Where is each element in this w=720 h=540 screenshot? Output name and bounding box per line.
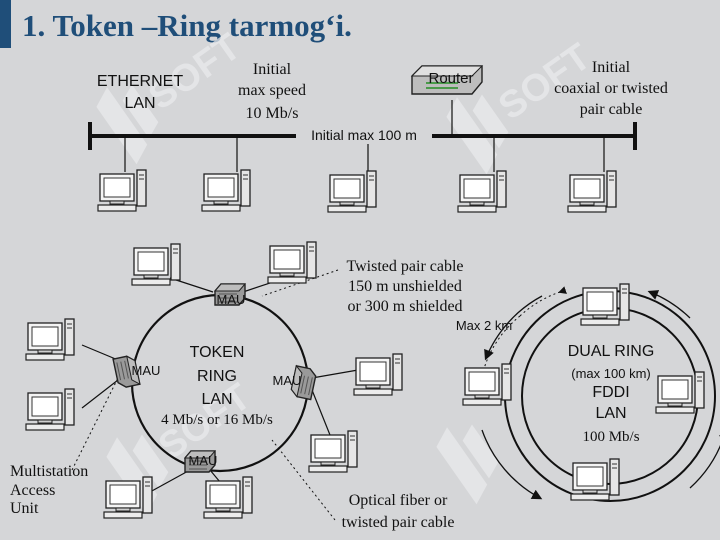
optical-fiber-label-line1: Optical fiber or	[349, 492, 448, 509]
fddi-direction-arrow	[484, 295, 543, 361]
token-ring-label-line1: TOKEN	[190, 344, 245, 361]
computer-icon	[353, 353, 403, 396]
fddi-name-label: FDDI	[592, 384, 629, 401]
msau-leader	[71, 377, 119, 471]
router-label: Router	[428, 70, 473, 87]
computer-icon	[655, 371, 705, 414]
ethernet-section: ETHERNET LAN Initial max speed 10 Mb/s R…	[88, 59, 668, 213]
ethernet-lan-label-line1: ETHERNET	[97, 73, 183, 90]
token-ring-label-line3: LAN	[201, 391, 232, 408]
bus-length-label-bg	[296, 126, 432, 144]
msau-label-line2: Access	[10, 482, 55, 499]
ring-link	[81, 344, 119, 361]
computer-icon	[567, 170, 617, 213]
computer-icon	[462, 363, 512, 406]
fddi-lan-label: LAN	[595, 405, 626, 422]
computer-icon	[308, 430, 358, 473]
msau-label-line3: Unit	[10, 500, 39, 517]
ethernet-speed-line2: max speed	[238, 82, 306, 99]
router-icon	[410, 65, 484, 95]
computer-icon	[327, 170, 377, 213]
ring-link	[311, 389, 333, 441]
max-distance-dotted-arc-top	[519, 286, 567, 317]
token-ring-section: MAU MAU MAU MAU TOKEN RING LAN 4 Mb/s or…	[10, 241, 464, 531]
fddi-direction-arrow	[481, 429, 543, 500]
max-distance-dotted-arc	[482, 315, 521, 373]
mau-label-left: MAU	[132, 363, 161, 378]
ethernet-cable-line1: Initial	[592, 59, 631, 76]
computer-icon	[25, 318, 75, 361]
ring-link	[81, 379, 119, 409]
title-accent-bar	[0, 0, 11, 48]
twisted-pair-label-line2: 150 m unshielded	[348, 278, 462, 295]
computer-icon	[97, 169, 147, 212]
slide-title: 1. Token –Ring tarmog‘i.	[22, 8, 352, 43]
fddi-direction-arrow	[689, 427, 720, 489]
computer-icon	[25, 388, 75, 431]
ethernet-lan-label-line2: LAN	[124, 95, 155, 112]
watermark-logo-4	[436, 424, 499, 505]
ethernet-speed-line1: Initial	[253, 61, 292, 78]
fddi-direction-arrow	[647, 290, 691, 319]
ethernet-speed-line3: 10 Mb/s	[246, 105, 299, 122]
computer-icon	[580, 283, 630, 326]
computer-icon	[131, 243, 181, 286]
computer-icon	[570, 458, 620, 501]
ethernet-cable-line2: coaxial or twisted	[554, 80, 668, 97]
watermark-logo-2: SOFT	[446, 36, 598, 175]
twisted-pair-label-line3: or 300 m shielded	[347, 298, 462, 315]
twisted-pair-label-line1: Twisted pair cable	[346, 258, 463, 275]
fddi-max-distance-label: Max 2 km	[456, 318, 512, 333]
ring-link	[149, 469, 191, 493]
msau-label-line1: Multistation	[10, 463, 88, 480]
mau-label-bottom: MAU	[189, 453, 218, 468]
fddi-dual-ring-label: DUAL RING	[568, 343, 655, 360]
optical-fiber-label-line2: twisted pair cable	[342, 514, 455, 531]
bus-length-label: Initial max 100 m	[311, 127, 417, 143]
token-ring-label-line2: RING	[197, 368, 237, 385]
ring-link	[311, 369, 359, 379]
fddi-max-length-label: (max 100 km)	[571, 366, 650, 381]
fddi-section: Max 2 km DUAL RING (max 100 km) FDDI LAN…	[456, 283, 720, 502]
computer-icon	[267, 241, 317, 284]
computer-icon	[457, 170, 507, 213]
computer-icon	[201, 169, 251, 212]
ethernet-cable-line3: pair cable	[580, 101, 643, 118]
mau-label-right: MAU	[273, 373, 302, 388]
computer-icon	[103, 476, 153, 519]
fddi-speed-label: 100 Mb/s	[582, 429, 639, 445]
mau-label-top: MAU	[217, 292, 246, 307]
optical-fiber-leader	[271, 439, 336, 521]
token-ring-speed: 4 Mb/s or 16 Mb/s	[161, 412, 273, 428]
computer-icon	[203, 476, 253, 519]
